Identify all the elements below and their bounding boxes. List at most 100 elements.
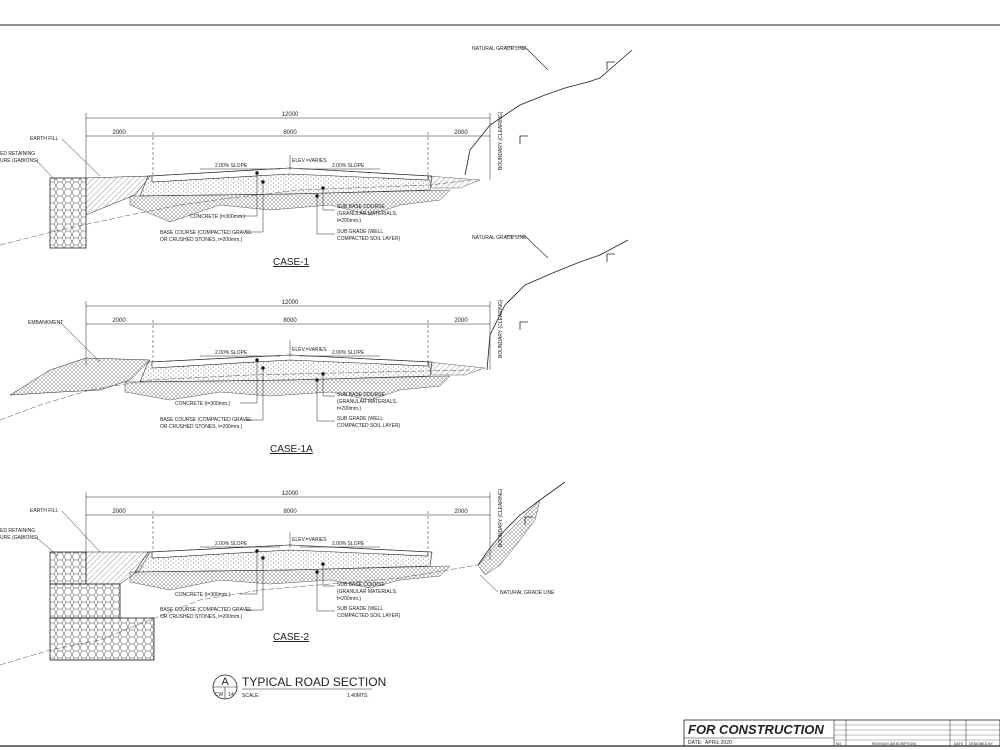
concrete-label: CONCRETE (t=300mm.)	[190, 214, 245, 220]
subgrade-label-2: COMPACTED SOIL LAYER)	[337, 236, 401, 242]
slope-left-label: 2.00% SLOPE	[215, 541, 248, 547]
slope-marker	[519, 321, 528, 330]
subbase-label-1: SUB BASE COURSE	[337, 582, 385, 588]
elevation-label: ELEV.=VARIES	[292, 158, 327, 164]
leader-line	[245, 558, 264, 611]
leader-line	[322, 374, 335, 397]
scale-label: SCALE:	[242, 693, 260, 699]
retaining-label-1: ED RETAINING	[0, 151, 35, 157]
leader-line	[61, 510, 101, 553]
slope-marker	[606, 61, 615, 70]
section-case-1: 12000 2000 8000 2000 EARTH FILL ED RETAI…	[0, 46, 633, 268]
embankment	[9, 357, 151, 396]
leader-line	[316, 572, 335, 612]
detail-title: A CW 14 TYPICAL ROAD SECTION SCALE: 1:40…	[212, 674, 386, 700]
concrete-label: CONCRETE (t=300mm.)	[175, 401, 230, 407]
right-width-label: 2000	[454, 130, 468, 136]
center-width-label: 8000	[283, 509, 297, 515]
revision-block: FOR CONSTRUCTION DATE: APRIL 2020 NO. RE…	[683, 719, 1000, 747]
case-label: CASE-1A	[270, 444, 313, 455]
slope-left-label: 2.00% SLOPE	[215, 350, 248, 356]
subbase-label-3: t=200mm.)	[337, 596, 361, 602]
right-width-label: 2000	[454, 318, 468, 324]
left-width-label: 2000	[112, 318, 126, 324]
detail-title-text: TYPICAL ROAD SECTION	[242, 675, 386, 689]
left-width-label: 2000	[112, 130, 126, 136]
scale-value: 1:40MTS.	[347, 693, 369, 699]
slope-marker	[606, 253, 615, 262]
boundary-label: BOUNDARY (CLEARING)	[498, 299, 504, 358]
leader-line	[245, 182, 264, 233]
base-course-label-1: BASE COURSE (COMPACTED GRAVEL	[160, 417, 252, 423]
subgrade-label-1: SUB GRADE (WELL	[337, 229, 383, 235]
section-case-2: 12000 2000 8000 2000 EARTH FILL ED RETAI…	[0, 481, 566, 666]
shoulder-hatch	[427, 175, 481, 189]
subgrade-layer	[129, 189, 451, 223]
leader-line	[35, 536, 59, 557]
subbase-label-2: (GRANULAR MATERIALS,	[337, 399, 397, 405]
natural-grade-line	[486, 239, 629, 371]
case-label: CASE-1	[273, 257, 310, 268]
revision-table	[683, 719, 1000, 747]
base-course-label-2: OR CRUSHED STONES, t=200mm.)	[160, 424, 243, 430]
leader-line	[316, 380, 335, 422]
slope-marker	[519, 135, 528, 144]
detail-letter: A	[221, 676, 229, 688]
total-width-label: 12000	[282, 112, 299, 118]
natural-grade-slope	[477, 499, 541, 576]
subgrade-label-1: SUB GRADE (WELL	[337, 606, 383, 612]
slope-right-label: 2.00% SLOPE	[332, 541, 365, 547]
left-width-label: 2000	[112, 509, 126, 515]
elevation-label: ELEV.=VARIES	[292, 347, 327, 353]
natural-grade-label: NATURAL GRADE LINE	[472, 235, 527, 241]
subbase-label-1: SUB BASE COURSE	[337, 392, 385, 398]
leader-line	[524, 235, 549, 259]
leader-line	[524, 46, 549, 71]
date-label: DATE:	[688, 740, 702, 746]
detail-sheet: CW	[215, 692, 224, 698]
slope-right-label: 2.00% SLOPE	[332, 163, 365, 169]
subbase-label-1: SUB BASE COURSE	[337, 204, 385, 210]
retaining-label-1: ED RETAINING	[0, 528, 35, 534]
retaining-label-2: URE (GABIONS)	[0, 158, 38, 164]
base-course-label-2: OR CRUSHED STONES, t=200mm.)	[160, 237, 243, 243]
leader-line	[240, 360, 258, 404]
natural-grade-line	[477, 481, 566, 566]
col-designed-by: DESIGNED BY	[969, 742, 994, 746]
leader-line	[35, 159, 56, 181]
subgrade-label-2: COMPACTED SOIL LAYER)	[337, 423, 401, 429]
center-width-label: 8000	[283, 130, 297, 136]
boundary-label: BOUNDARY (CLEARING)	[498, 488, 504, 547]
leader-line	[322, 564, 335, 587]
total-width-label: 12000	[282, 300, 299, 306]
subgrade-label-2: COMPACTED SOIL LAYER)	[337, 613, 401, 619]
case-label: CASE-2	[273, 632, 310, 643]
for-construction-stamp: FOR CONSTRUCTION	[688, 722, 824, 737]
slope-left-label: 2.00% SLOPE	[215, 163, 248, 169]
subgrade-label-1: SUB GRADE (WELL	[337, 416, 383, 422]
natural-grade-line	[464, 49, 633, 176]
natural-grade-label: NATURAL GRADE LINE	[500, 590, 555, 596]
boundary-label: BOUNDARY (CLEARING)	[498, 111, 504, 170]
gabion-wall	[49, 177, 87, 249]
elevation-label: ELEV.=VARIES	[292, 537, 327, 543]
col-description: REVISION (DESCRIPTION)	[872, 742, 916, 746]
leader-line	[245, 368, 264, 421]
subbase-label-2: (GRANULAR MATERIALS,	[337, 589, 397, 595]
embankment-label: EMBANKMENT	[28, 320, 63, 326]
leader-line	[61, 138, 101, 177]
shoulder-hatch	[427, 361, 486, 376]
subbase-label-3: t=200mm.)	[337, 406, 361, 412]
leader-line	[479, 574, 499, 593]
natural-grade-label: NATURAL GRADE LINE	[472, 46, 527, 52]
base-course-label-1: BASE COURSE (COMPACTED GRAVEL	[160, 607, 252, 613]
retaining-label-2: URE (GABIONS)	[0, 535, 38, 541]
base-course-label-2: OR CRUSHED STONES, t=200mm.)	[160, 614, 243, 620]
earth-fill-label: EARTH FILL	[30, 136, 58, 142]
leader-line	[240, 173, 258, 217]
total-width-label: 12000	[282, 491, 299, 497]
center-width-label: 8000	[283, 318, 297, 324]
gabion-wall-lower	[49, 617, 155, 661]
gabion-wall-upper	[49, 551, 87, 585]
